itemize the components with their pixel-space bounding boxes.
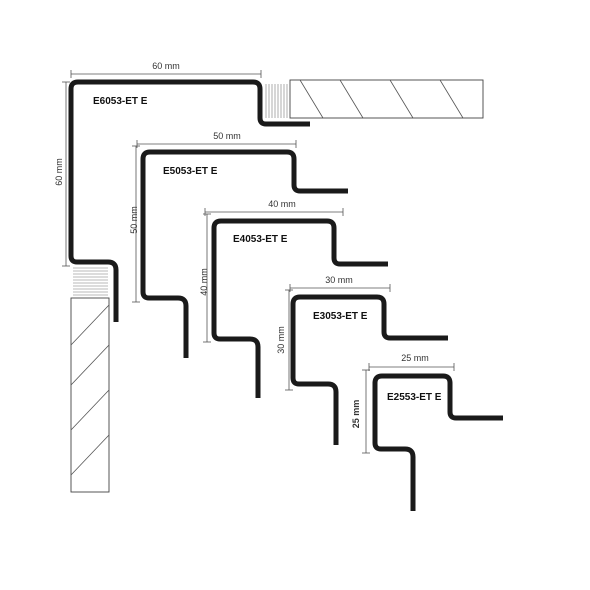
dim-width-e5053: 50 mm xyxy=(213,131,241,141)
dim-height-e2553: 25 mm xyxy=(351,400,361,429)
vertical-tile-body xyxy=(70,297,110,493)
profile-e3053-shape xyxy=(290,294,448,445)
vertical-tile xyxy=(70,267,110,493)
profile-e2553-shape xyxy=(372,373,503,511)
profile-e5053: 50 mm 50 mm E5053-ET E xyxy=(129,131,348,358)
profile-e4053: 40 mm 40 mm E4053-ET E xyxy=(199,199,388,398)
profile-e4053-shape xyxy=(211,218,388,398)
label-e2553: E2553-ET E xyxy=(387,392,442,403)
dim-width-e6053: 60 mm xyxy=(152,61,180,71)
profile-e5053-shape xyxy=(140,149,348,358)
profile-e6053-shape xyxy=(68,79,310,322)
horizontal-adhesive xyxy=(265,84,288,118)
dim-width-e4053: 40 mm xyxy=(268,199,296,209)
dim-height-e3053: 30 mm xyxy=(276,326,286,354)
profile-e6053: 60 mm 60 mm E6053-ET E xyxy=(54,61,310,322)
label-e4053: E4053-ET E xyxy=(233,234,288,245)
dim-height-e4053: 40 mm xyxy=(199,268,209,296)
dim-height-e6053: 60 mm xyxy=(54,158,64,186)
label-e5053: E5053-ET E xyxy=(163,166,218,177)
profile-e2553: 25 mm 25 mm E2553-ET E xyxy=(351,353,503,511)
dim-width-e3053: 30 mm xyxy=(325,275,353,285)
vertical-adhesive xyxy=(73,267,108,296)
horizontal-tile-body xyxy=(289,79,484,119)
label-e6053: E6053-ET E xyxy=(93,96,148,107)
profile-e3053: 30 mm 30 mm E3053-ET E xyxy=(276,275,448,445)
label-e3053: E3053-ET E xyxy=(313,311,368,322)
dim-width-e2553: 25 mm xyxy=(401,353,429,363)
dim-height-e5053: 50 mm xyxy=(129,206,139,234)
horizontal-tile xyxy=(265,79,484,119)
